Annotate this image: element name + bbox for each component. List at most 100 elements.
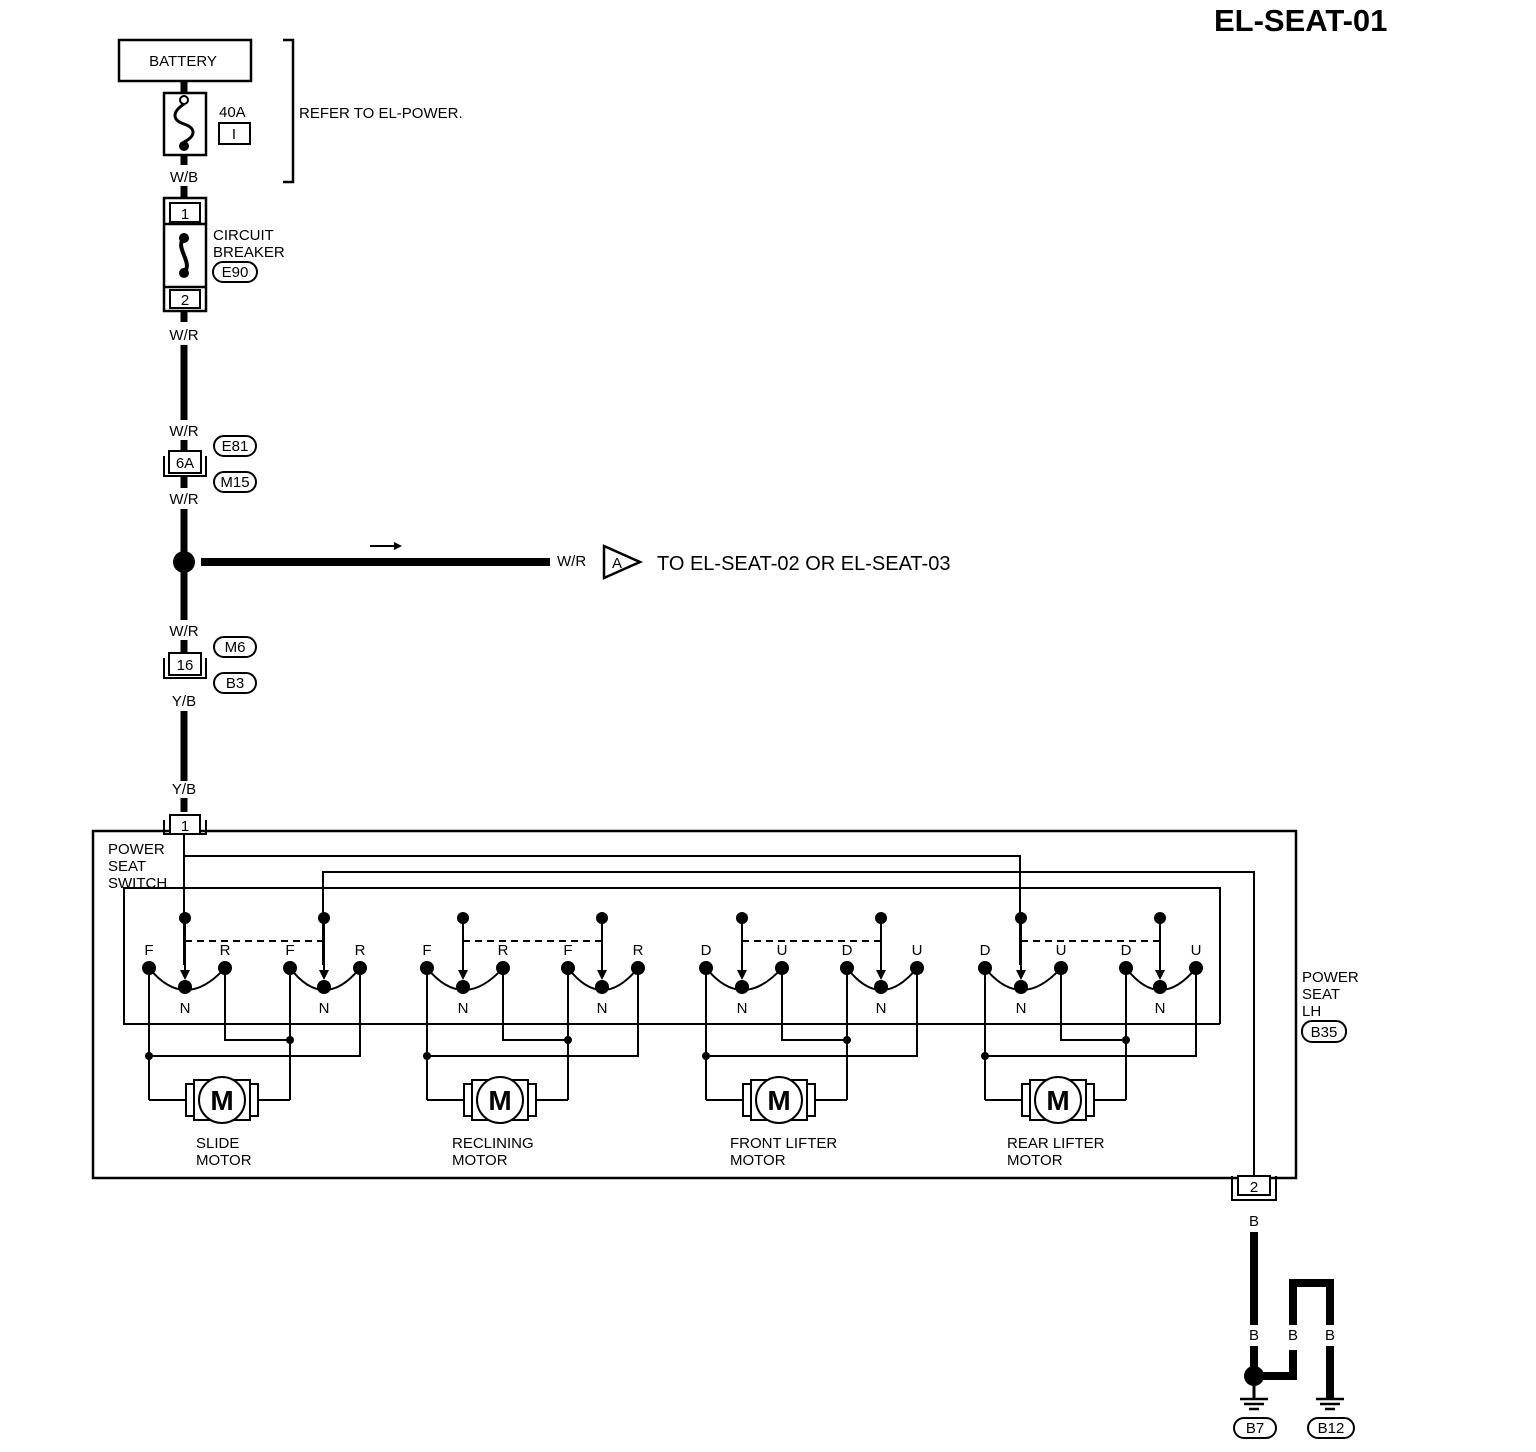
motor-4-motor-cap-left (1021, 1083, 1031, 1117)
battery-label: BATTERY (149, 53, 217, 70)
connector-m6-badge (213, 636, 257, 658)
lh-label-line1: POWER (1302, 969, 1359, 986)
motor-3-motor-icon (755, 1076, 803, 1124)
fuse-rating: 40A (219, 104, 246, 121)
motor-4-label-left-a: D (980, 942, 991, 959)
refer-bracket (283, 38, 295, 184)
motor-2-label-right-b: R (633, 942, 644, 959)
motor-4-label-right-b: U (1191, 942, 1202, 959)
lh-label-line3: LH (1302, 1003, 1321, 1020)
motor-2-name-line2: MOTOR (452, 1152, 508, 1169)
motor-2-junction-b (564, 1036, 572, 1044)
splice-point (173, 551, 195, 573)
motor-2-contact-neutral-a (456, 980, 470, 994)
motor-3-motor-cap-left (742, 1083, 752, 1117)
motor-4-wiper-b-arrow-icon (1155, 970, 1165, 980)
motor-2-motor-cap-left (463, 1083, 473, 1117)
cb-element-icon (179, 236, 189, 275)
fuse-id: I (232, 126, 236, 143)
motor-3-label-right-b: U (912, 942, 923, 959)
motor-3-label-right-a: U (777, 942, 788, 959)
motor-4-label-neutral-a: N (1016, 1000, 1027, 1017)
motor-1-label-right-a: R (220, 942, 231, 959)
fuse-terminal-top (179, 95, 189, 105)
motor-1-label-neutral-a: N (180, 1000, 191, 1017)
connector-b35: B35 (1311, 1024, 1338, 1041)
motor-4-wiper-a-arrow-icon (1016, 970, 1026, 980)
connector-e81-badge (213, 435, 257, 457)
motor-4-name-line2: MOTOR (1007, 1152, 1063, 1169)
motor-3-label-left-b: D (842, 942, 853, 959)
ground-b7-icon (1240, 1397, 1268, 1411)
motor-2-motor-icon (476, 1076, 524, 1124)
branch-marker: A (612, 555, 622, 572)
motor-3-contact-neutral-a (735, 980, 749, 994)
connector-16-pin: 16 (177, 657, 194, 674)
motor-3-contact-neutral-b (874, 980, 888, 994)
ground-jumper-lower (1262, 1350, 1297, 1380)
wire-label-yb-2: Y/B (172, 781, 196, 798)
seat-pin-2-bracket (1231, 1176, 1277, 1201)
motor-2-motor-cap-right (527, 1083, 537, 1117)
motor-4-contact-arc-a (984, 967, 1062, 991)
motor-2-name-line1: RECLINING (452, 1135, 534, 1152)
connector-b3: B3 (226, 675, 244, 692)
motor-3-wiper-a-arrow-icon (737, 970, 747, 980)
motor-1-contact-neutral-a (178, 980, 192, 994)
motor-4-wire-right-b (985, 968, 1197, 1057)
branch-connector-arrow-icon (602, 544, 644, 580)
wire-label-wr-1: W/R (169, 327, 198, 344)
connector-b3-badge (213, 672, 257, 694)
connector-6a-pin: 6A (176, 455, 194, 472)
motor-1-label-left-b: F (285, 942, 294, 959)
motor-1-wiper-a-arrow-icon (180, 970, 190, 980)
motor-4-wire-right-a (1060, 968, 1126, 1041)
motor-2-label-neutral-a: N (458, 1000, 469, 1017)
power-seat-enclosure (91, 829, 1298, 1180)
motor-1-motor-icon (198, 1076, 246, 1124)
motor-4-junction-a (981, 1052, 989, 1060)
wire-label-wb: W/B (170, 169, 198, 186)
motor-2-label-left-a: F (422, 942, 431, 959)
motor-2-wiper-a-arrow-icon (458, 970, 468, 980)
ground-b12: B12 (1318, 1420, 1345, 1437)
motor-4-junction-b (1122, 1036, 1130, 1044)
motor-4-motor-symbol: M (1046, 1085, 1069, 1116)
branch-text: TO EL-SEAT-02 OR EL-SEAT-03 (657, 553, 950, 575)
cb-label-line2: BREAKER (213, 244, 285, 261)
motor-2-label-right-a: R (498, 942, 509, 959)
motor-3-wire-right-b (706, 968, 918, 1057)
motor-1-wire-right-b (149, 968, 361, 1057)
fuse-terminal-bottom (179, 141, 189, 151)
bus-power-b (123, 887, 1221, 1025)
motor-2-wire-right-a (502, 968, 568, 1041)
seat-pin-1: 1 (181, 818, 189, 835)
cb-connector: E90 (222, 264, 249, 281)
motor-3-contact-arc-a (705, 967, 783, 991)
connector-m15: M15 (220, 474, 249, 491)
ground-jumper-upper (1289, 1279, 1334, 1325)
motor-3-name-line2: MOTOR (730, 1152, 786, 1169)
cb-label-line1: CIRCUIT (213, 227, 274, 244)
connector-16-box (168, 652, 202, 676)
wire-label-b-3: B (1288, 1327, 1298, 1344)
motor-1-label-left-a: F (144, 942, 153, 959)
motor-1-motor-cap-right (249, 1083, 259, 1117)
wire-label-wr-4: W/R (169, 623, 198, 640)
motor-2-contact-neutral-b (595, 980, 609, 994)
connector-b35-badge (1301, 1020, 1347, 1043)
motor-3-name-line1: FRONT LIFTER (730, 1135, 837, 1152)
motor-1-motor-cap-left (185, 1083, 195, 1117)
ground-b12-badge (1307, 1417, 1355, 1439)
motor-1-label-right-b: R (355, 942, 366, 959)
connector-m6: M6 (225, 639, 246, 656)
motor-3-label-left-a: D (701, 942, 712, 959)
motor-2-label-neutral-b: N (597, 1000, 608, 1017)
ground-b12-icon (1316, 1397, 1344, 1411)
motor-4-contact-arc-b (1125, 967, 1197, 991)
ground-b7-badge (1233, 1417, 1277, 1439)
wire-label-b-2: B (1249, 1327, 1259, 1344)
motor-3-motor-symbol: M (767, 1085, 790, 1116)
